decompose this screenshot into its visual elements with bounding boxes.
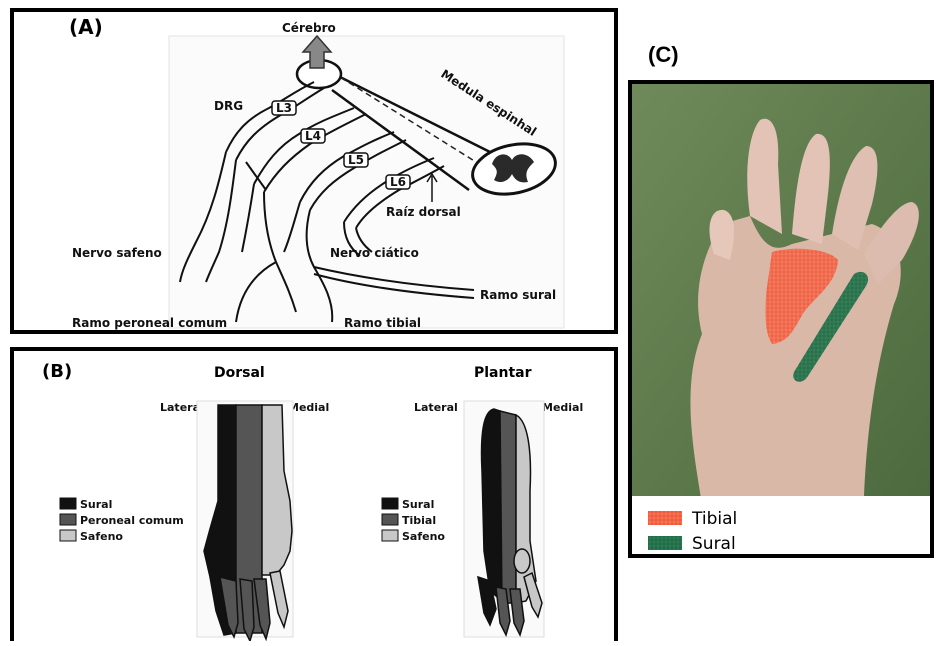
- legend-swatch-sural: [60, 498, 76, 509]
- dorsal-root-label: Raíz dorsal: [386, 205, 461, 219]
- legend-label: Sural: [402, 498, 434, 511]
- legend-label: Peroneal comum: [80, 514, 184, 527]
- level-l5: L5: [348, 153, 364, 167]
- legend-swatch-sural: [648, 536, 682, 550]
- legend-swatch-sural: [382, 498, 398, 509]
- legend-label: Sural: [692, 534, 736, 554]
- dorsal-medial-label: Medial: [288, 401, 329, 414]
- legend-swatch-safeno: [60, 530, 76, 541]
- panel-a-label: (A): [69, 15, 103, 39]
- legend-swatch-tibial: [382, 514, 398, 525]
- plantar-legend: Sural Tibial Safeno: [382, 498, 445, 543]
- sciatic-label: Nervo ciático: [330, 246, 419, 260]
- panel-c-label: (C): [648, 42, 679, 68]
- dermatome-diagram: (B) Dorsal Lateral Medial Sural Peroneal…: [14, 351, 614, 641]
- panel-b-label: (B): [42, 361, 72, 382]
- legend-label: Sural: [80, 498, 112, 511]
- plantar-title: Plantar: [474, 365, 532, 381]
- legend-swatch-tibial: [648, 511, 682, 525]
- legend-swatch-safeno: [382, 530, 398, 541]
- level-l6: L6: [390, 175, 406, 189]
- drg-label: DRG: [214, 99, 243, 113]
- plantar-medial-label: Medial: [542, 401, 583, 414]
- plantar-lateral-label: Lateral: [414, 401, 458, 414]
- legend-swatch-peroneal: [60, 514, 76, 525]
- rat-paw-photo: Tibial Sural: [632, 84, 930, 554]
- level-l3: L3: [276, 101, 292, 115]
- legend-label: Tibial: [402, 514, 436, 527]
- dorsal-title: Dorsal: [214, 365, 265, 381]
- brain-label: Cérebro: [282, 21, 336, 35]
- sural-branch-label: Ramo sural: [480, 288, 556, 302]
- panel-a: (A) Cérebro Medula espinhal: [10, 8, 618, 334]
- tibial-branch-label: Ramo tibial: [344, 316, 421, 330]
- saphenous-label: Nervo safeno: [72, 246, 162, 260]
- level-l4: L4: [305, 129, 321, 143]
- panel-b: (B) Dorsal Lateral Medial Sural Peroneal…: [10, 347, 618, 641]
- nerve-anatomy-diagram: (A) Cérebro Medula espinhal: [14, 12, 614, 330]
- peroneal-branch-label: Ramo peroneal comum: [72, 316, 227, 330]
- legend-label: Safeno: [402, 530, 445, 543]
- legend-label: Safeno: [80, 530, 123, 543]
- dorsal-legend: Sural Peroneal comum Safeno: [60, 498, 184, 543]
- legend-label: Tibial: [691, 509, 737, 529]
- panel-c: Tibial Sural: [628, 80, 934, 558]
